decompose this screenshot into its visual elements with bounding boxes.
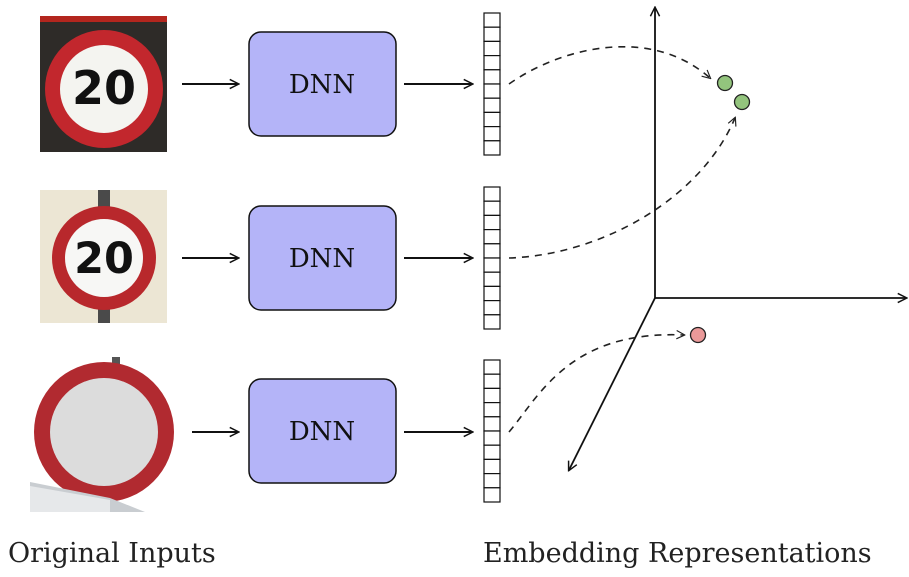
embedding-cell	[483, 444, 501, 461]
embedding-cell	[483, 458, 501, 475]
embedding-vector-2	[483, 186, 501, 330]
embedding-cell	[483, 200, 501, 216]
embedding-cell	[483, 473, 501, 489]
dnn-label-3: DNN	[289, 417, 355, 447]
embedding-cell	[483, 430, 501, 446]
embedding-cell	[483, 359, 501, 375]
embedding-cell	[483, 111, 501, 128]
input-image-2: 20	[40, 190, 167, 323]
input-image-3	[30, 357, 174, 512]
axis-depth	[569, 297, 656, 470]
embedding-cell	[483, 125, 501, 142]
embedding-cell	[483, 487, 501, 503]
embedding-cell	[483, 402, 501, 418]
dnn-label-2: DNN	[289, 244, 355, 274]
dnn-box-3: DNN	[248, 378, 397, 484]
embedding-cell	[483, 271, 501, 288]
mapping-curve-2	[508, 118, 735, 259]
embedding-point-1	[716, 74, 734, 92]
caption-embedding-representations: Embedding Representations	[483, 538, 872, 569]
embedding-cell	[483, 54, 501, 71]
embedding-vector-1	[483, 12, 501, 156]
dnn-label-1: DNN	[289, 70, 355, 100]
embedding-cell	[483, 26, 501, 43]
embedding-cell	[483, 83, 501, 99]
embedding-cell	[483, 300, 501, 316]
embedding-point-2	[733, 93, 751, 111]
embedding-cell	[483, 140, 501, 156]
embedding-cell	[483, 97, 501, 113]
embedding-cell	[483, 285, 501, 302]
embedding-vector-3	[483, 359, 501, 503]
embedding-cell	[483, 416, 501, 432]
embedding-cell	[483, 186, 501, 202]
embedding-point-3	[689, 326, 707, 344]
embedding-cell	[483, 243, 501, 259]
caption-original-inputs: Original Inputs	[8, 538, 216, 569]
embedding-cell	[483, 229, 501, 245]
embedding-cell	[483, 69, 501, 85]
dnn-box-2: DNN	[248, 205, 397, 311]
embedding-cell	[483, 12, 501, 28]
embedding-cell	[483, 214, 501, 231]
sign-number-2: 20	[74, 234, 134, 284]
embedding-cell	[483, 257, 501, 273]
dnn-box-1: DNN	[248, 31, 397, 137]
mapping-curve-1	[508, 46, 710, 85]
embedding-axes	[569, 8, 906, 470]
embedding-cell	[483, 40, 501, 57]
embedding-cell	[483, 373, 501, 390]
embedding-cell	[483, 314, 501, 330]
embedding-cell	[483, 387, 501, 404]
mapping-curve-3	[508, 335, 684, 433]
sign-number-1: 20	[72, 61, 136, 115]
input-image-1: 20	[40, 16, 167, 152]
